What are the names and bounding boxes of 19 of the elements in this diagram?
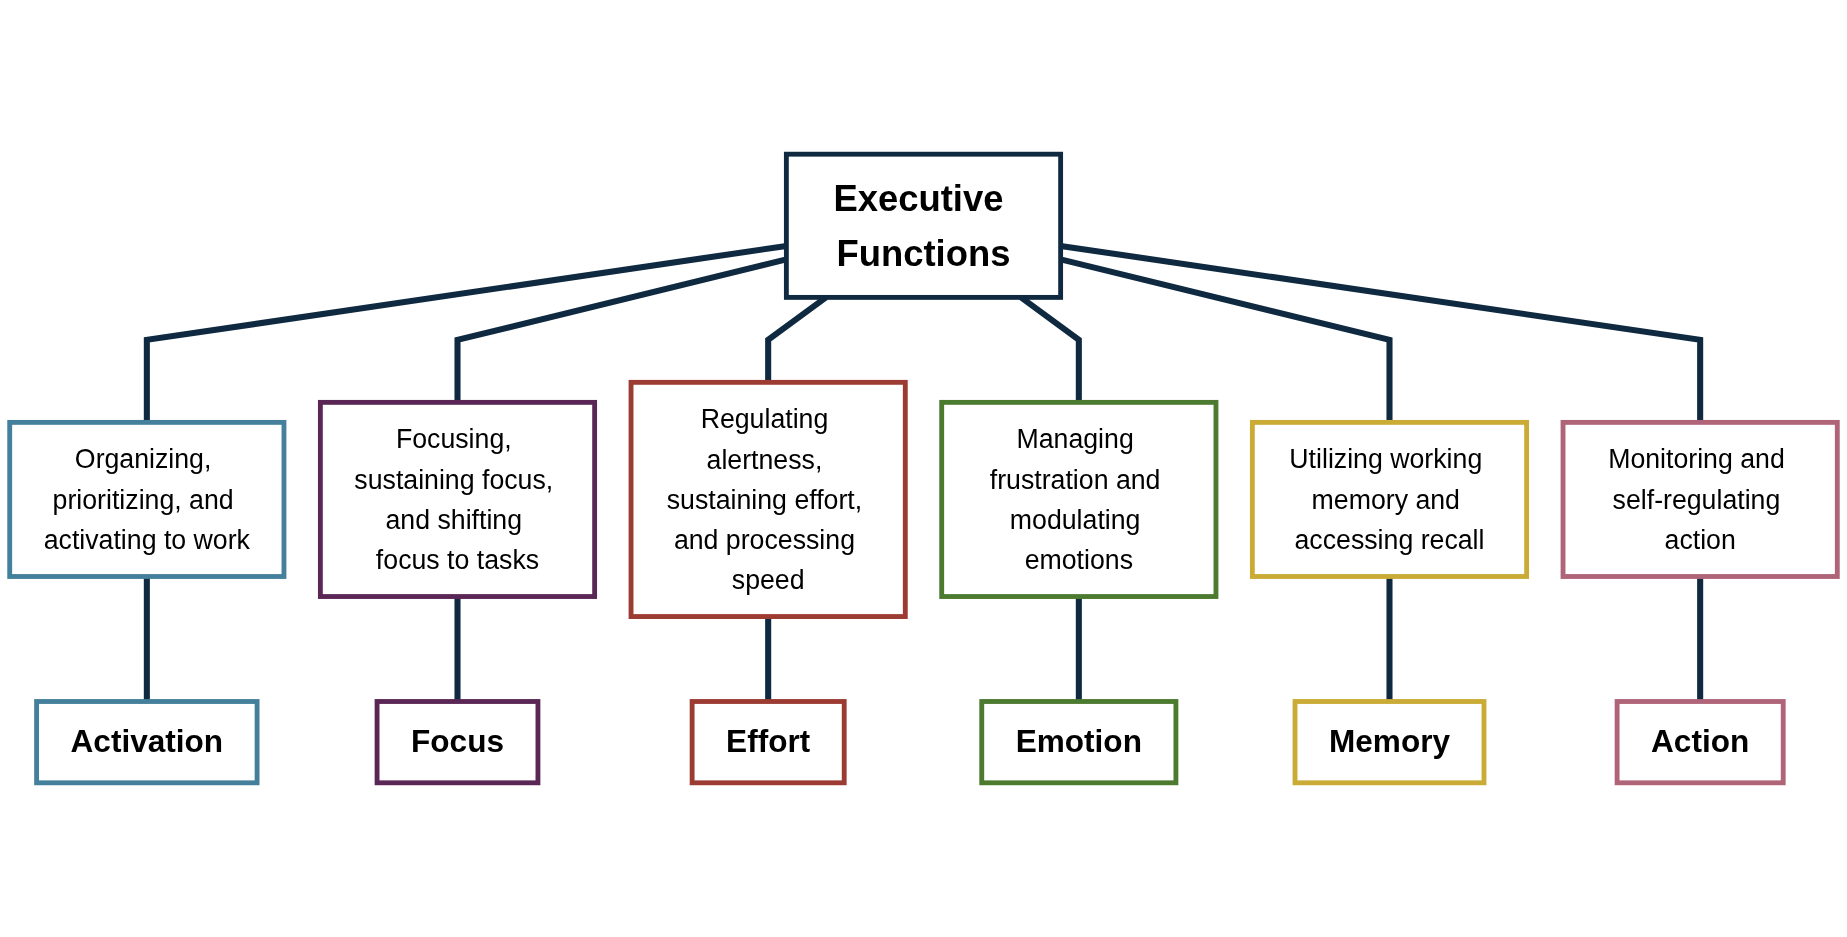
node-box: Activation bbox=[34, 699, 260, 786]
node-box: Emotion bbox=[979, 699, 1179, 786]
connector bbox=[1697, 576, 1704, 702]
connector bbox=[454, 596, 461, 702]
node-box: Managing frustration and modulating emotions bbox=[939, 399, 1219, 599]
connector bbox=[1386, 576, 1393, 702]
connector bbox=[765, 616, 772, 702]
node-box: Action bbox=[1614, 699, 1786, 786]
node-box: Monitoring and self-regulating action bbox=[1560, 419, 1840, 579]
node-box: Organizing, prioritizing, and activating to work bbox=[7, 419, 287, 579]
connector bbox=[1075, 596, 1082, 702]
connector bbox=[143, 576, 150, 702]
node-box: Focusing, sustaining focus, and shifting focus to tasks bbox=[317, 399, 598, 599]
node-box: Memory bbox=[1292, 699, 1487, 786]
node-box: Focus bbox=[374, 699, 541, 786]
node-box: Effort bbox=[689, 699, 847, 786]
node-box: Executive Functions bbox=[783, 151, 1064, 300]
node-box: Regulating alertness, sustaining effort, and processing speed bbox=[628, 379, 908, 619]
node-box: Utilizing working memory and accessing recall bbox=[1249, 419, 1530, 579]
